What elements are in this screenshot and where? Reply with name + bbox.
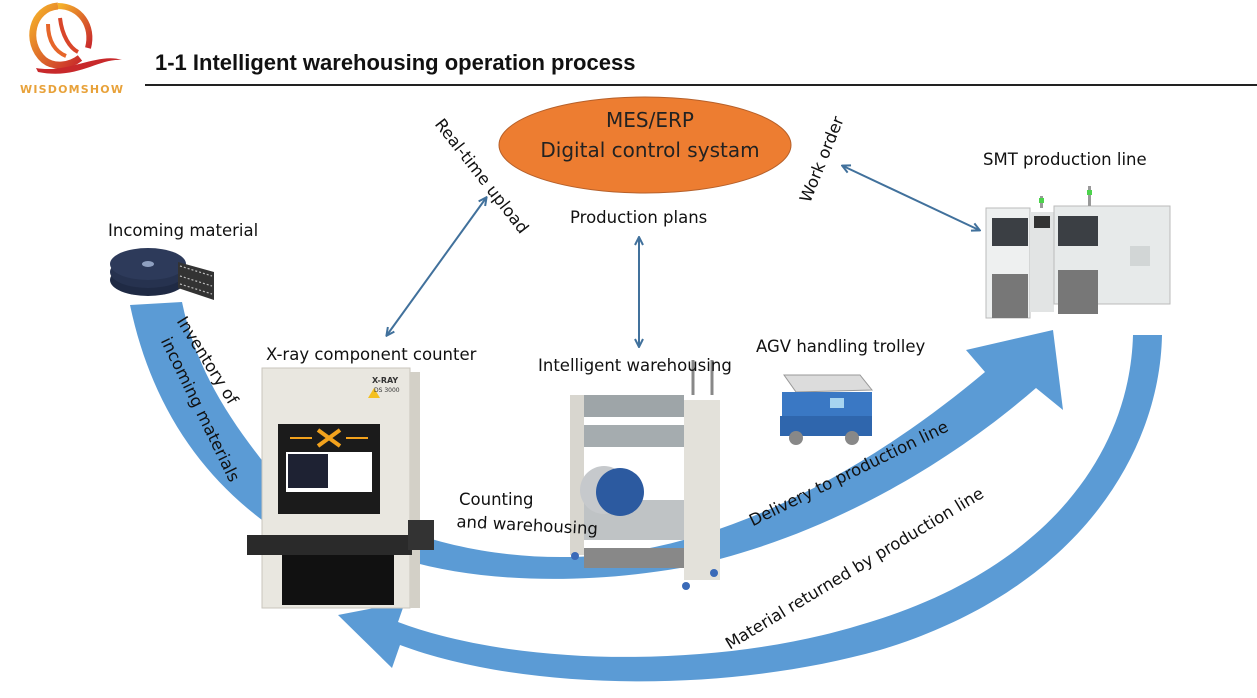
counting-label-line1: Counting	[459, 490, 534, 509]
agv-trolley-icon	[780, 374, 874, 445]
return-flow-arrow	[338, 335, 1162, 682]
inventory-flow-band	[130, 302, 268, 520]
xray-brand-text: X-RAY	[372, 376, 398, 385]
smt-production-line-label: SMT production line	[983, 150, 1147, 169]
mes-erp-label: MES/ERP Digital control systam	[500, 105, 800, 165]
logo-wordmark: WISDOMSHOW	[20, 83, 125, 96]
wisdomshow-logo-icon	[29, 2, 122, 74]
xray-counter-machine-icon	[247, 367, 434, 609]
real-time-upload-connector	[387, 198, 486, 335]
production-plans-label: Production plans	[570, 208, 708, 227]
material-reels-icon	[110, 248, 214, 300]
mes-erp-subtitle: Digital control systam	[540, 138, 760, 162]
mes-erp-ellipse	[498, 96, 792, 194]
intelligent-warehouse-rack-icon	[570, 360, 720, 590]
mes-erp-title: MES/ERP	[606, 108, 694, 132]
title-divider	[145, 84, 1257, 86]
xray-model-text: DS 3000	[374, 387, 400, 394]
intelligent-warehousing-label: Intelligent warehousing	[538, 356, 732, 375]
xray-counter-label: X-ray component counter	[266, 345, 477, 364]
page-title: 1-1 Intelligent warehousing operation pr…	[155, 50, 636, 75]
work-order-connector	[843, 166, 979, 230]
delivery-flow-arrow	[405, 330, 1063, 579]
incoming-material-label: Incoming material	[108, 221, 259, 240]
agv-trolley-label: AGV handling trolley	[756, 337, 926, 356]
smt-production-line-icon	[985, 186, 1171, 319]
